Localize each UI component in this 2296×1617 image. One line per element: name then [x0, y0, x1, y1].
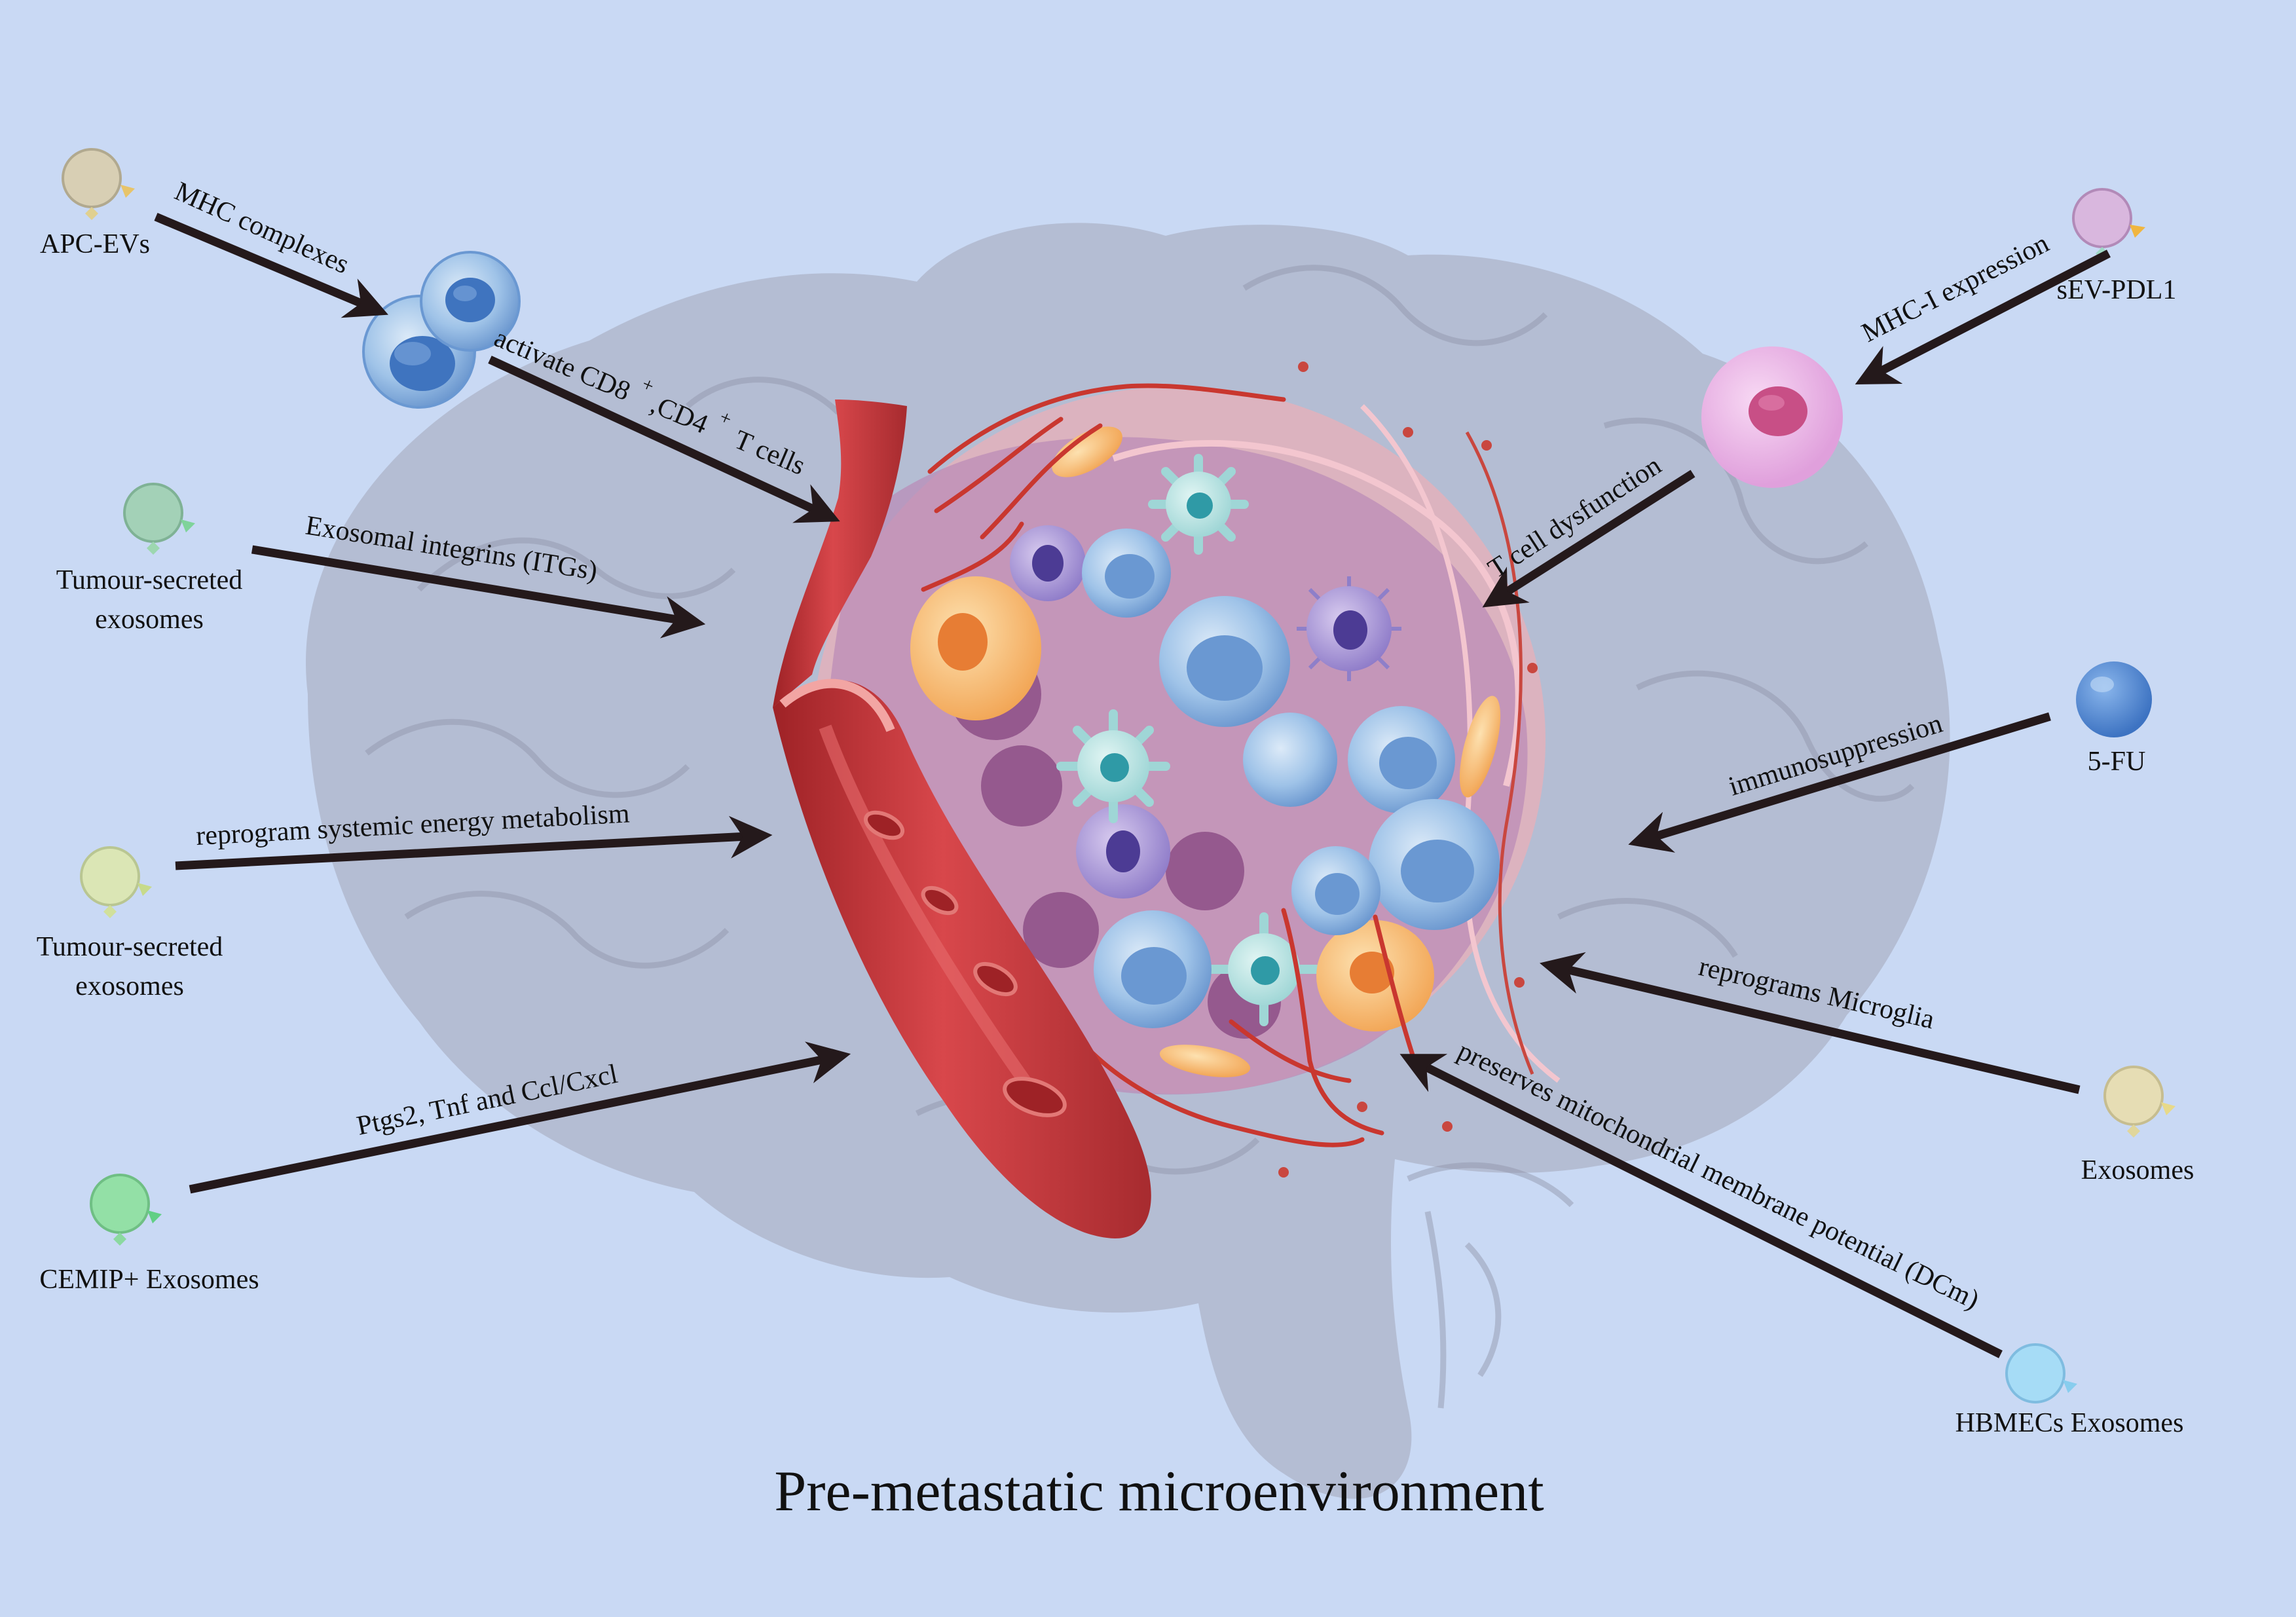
arrow-microglia — [1540, 952, 2081, 1094]
vesicle-dots — [1278, 362, 1538, 1178]
pink-immune-cell-icon — [1701, 346, 1843, 488]
arrow-sev-pdl1 — [1855, 250, 2111, 384]
arrow-immunosuppression — [1628, 712, 2051, 853]
source-label-exosomes: Exosomes — [2081, 1155, 2194, 1185]
arrow-t-cells — [488, 356, 840, 523]
exosome-icon — [90, 1174, 162, 1246]
blood-vessel-icon — [773, 400, 1151, 1238]
t-cell-icon — [362, 251, 521, 409]
drug-sphere-icon — [2076, 661, 2152, 737]
arrow-mitochondrial — [1399, 1054, 2003, 1358]
diagram-title: Pre-metastatic microenvironment — [774, 1460, 1544, 1523]
source-label-sev-pdl1: sEV-PDL1 — [2057, 275, 2177, 305]
source-label-5-fu: 5-FU — [2088, 747, 2146, 777]
arrow-ptgs2 — [189, 1041, 851, 1194]
arrow-t-dysfunction — [1482, 470, 1695, 608]
arrow-energy — [175, 815, 773, 870]
exosome-icon — [62, 148, 135, 220]
arrows — [154, 213, 2111, 1358]
source-label-hbmecs-exosomes: HBMECs Exosomes — [1955, 1408, 2184, 1438]
source-label-cemip-exosomes: CEMIP+ Exosomes — [39, 1265, 259, 1295]
exosome-icon — [123, 483, 195, 555]
exosome-icon — [80, 846, 152, 918]
exosome-icon — [2005, 1343, 2077, 1403]
exosome-icon — [2103, 1066, 2176, 1138]
source-label-apc-evs: APC-EVs — [40, 229, 150, 259]
arrow-integrins — [251, 545, 706, 639]
arrow-apc-evs — [154, 213, 388, 318]
